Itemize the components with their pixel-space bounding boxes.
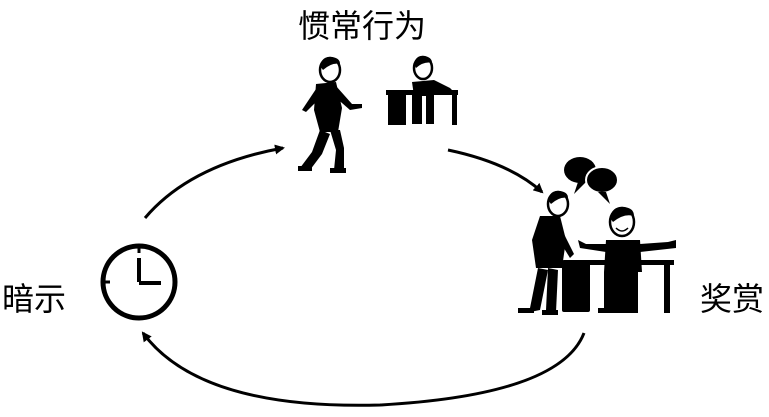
walking-person-icon bbox=[298, 56, 362, 173]
arrow-cue-to-routine bbox=[143, 144, 285, 219]
celebrating-person-icon bbox=[566, 206, 676, 313]
speech-bubbles-icon bbox=[564, 157, 619, 204]
clock-icon bbox=[100, 243, 178, 321]
cue-label: 暗示 bbox=[2, 280, 67, 318]
arrow-reward-to-cue bbox=[141, 331, 586, 407]
seated-person-at-desk-icon bbox=[386, 55, 458, 125]
standing-person-icon bbox=[518, 190, 590, 315]
arrow-routine-to-reward bbox=[447, 148, 544, 194]
reward-label: 奖赏 bbox=[700, 280, 765, 318]
routine-label: 惯常行为 bbox=[298, 7, 427, 45]
